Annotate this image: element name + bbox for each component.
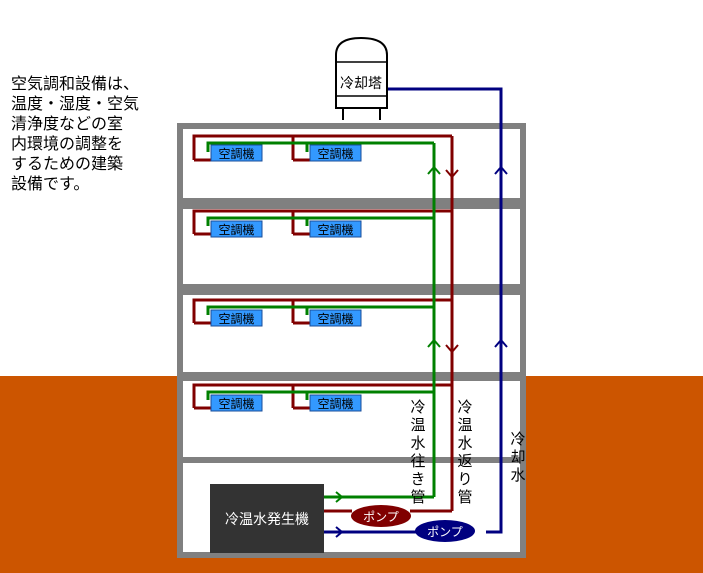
ac-unit-connectors [194,158,310,410]
ac-unit: 空調機 [309,309,362,327]
description: 空気調和設備は、 温度・湿度・空気 清浄度などの室 内環境の調整を するための建… [11,74,161,194]
cooling-pipe-label: 冷却水 [510,430,526,484]
ac-unit-label: 空調機 [317,146,353,161]
ac-unit-label: 空調機 [317,222,353,237]
return-pipe-arrows [445,169,459,354]
ac-unit-label: 空調機 [218,396,254,411]
cooling-pump-label: ポンプ [427,525,463,539]
cooling-pipe-arrows [335,165,508,538]
ac-unit-label: 空調機 [218,146,254,161]
description-line: するための建築 [11,154,124,173]
description-line: 空気調和設備は、 [11,74,140,93]
ac-unit: 空調機 [309,220,362,238]
ac-unit-label: 空調機 [317,396,353,411]
return-pipe [192,134,454,513]
description-line: 内環境の調整を [11,134,124,153]
cooling-pump: ポンプ [415,520,475,542]
ac-unit: 空調機 [210,144,263,162]
building-frame [177,123,526,558]
ac-unit: 空調機 [309,394,362,412]
ac-unit: 空調機 [309,144,362,162]
ac-unit-label: 空調機 [218,222,254,237]
cooling-water-pipe [324,87,503,534]
supply-pipe [206,141,436,499]
ac-unit: 空調機 [210,309,263,327]
ac-unit-label: 空調機 [218,311,254,326]
description-line: 清浄度などの室 [11,114,124,133]
ac-unit: 空調機 [210,220,263,238]
supply-pipe-arrows [335,165,441,503]
chiller-label: 冷温水発生機 [225,512,309,528]
ac-unit: 空調機 [210,394,263,412]
cooling-tower: 冷却塔 [335,36,388,120]
building-interior [180,126,523,555]
description-line: 温度・湿度・空気 [11,94,140,113]
description-line: 設備です。 [11,174,90,193]
return-pipe-label: 冷温水返り管 [457,398,473,506]
return-pump: ポンプ [351,505,411,527]
ac-unit-label: 空調機 [317,311,353,326]
supply-pipe-label: 冷温水往き管 [410,398,426,506]
cooling-tower-label: 冷却塔 [340,76,382,92]
chiller: 冷温水発生機 [210,484,324,553]
return-pump-label: ポンプ [363,510,399,524]
